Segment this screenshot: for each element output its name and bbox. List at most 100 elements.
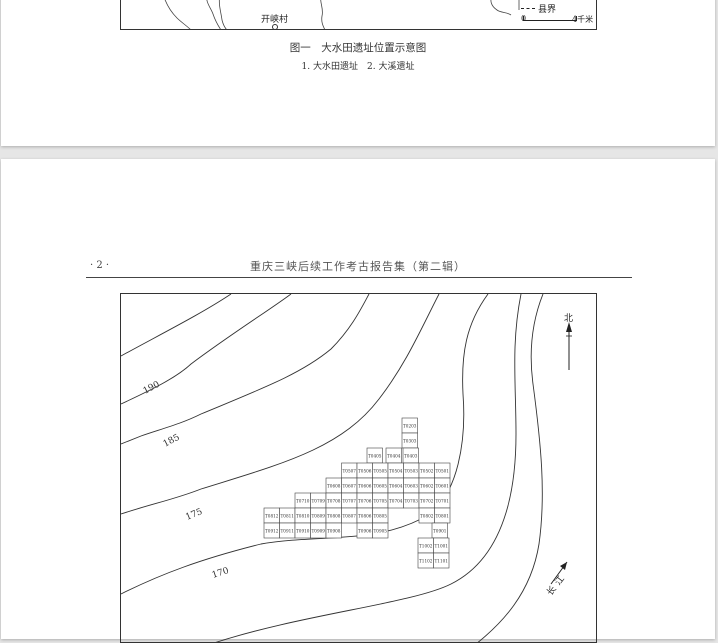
map-legend: 县界 0 4千米 (521, 0, 597, 30)
grid-cell-label: T0405 (368, 453, 382, 458)
grid-cell-label: T0504 (389, 468, 403, 473)
grid-cell-label: T0708 (327, 498, 341, 503)
grid-cell-label: T0906 (358, 528, 372, 533)
grid-cell-label: T0701 (436, 498, 450, 503)
grid-cell-label: T0501 (436, 468, 450, 473)
grid-cell-label: T0601 (436, 483, 450, 488)
grid-cell-label: T0801 (436, 513, 450, 518)
grid-cell-label: T0908 (327, 528, 341, 533)
page-number: · 2 · (90, 260, 110, 271)
grid-cell-label: T1002 (419, 543, 433, 548)
grid-cell-label: T0702 (420, 498, 434, 503)
grid-cell: T0506 (356, 462, 373, 479)
grid-cell-label: T0710 (296, 498, 310, 503)
grid-cell: T0607 (341, 477, 358, 494)
grid-cell: T0303 (401, 432, 418, 449)
grid-cell-label: T0502 (420, 468, 434, 473)
grid-cell: T0705 (372, 492, 389, 509)
grid-cell: T0505 (372, 462, 389, 479)
contour-label: 170 (211, 566, 231, 581)
grid-cell-label: T0806 (358, 513, 372, 518)
north-label: 北 (564, 313, 573, 324)
grid-cell-label: T0912 (265, 528, 279, 533)
grid-cell: T0802 (418, 507, 435, 524)
contour-label: 175 (184, 507, 204, 523)
grid-cell: T0908 (325, 522, 342, 539)
grid-cell: T0912 (263, 522, 280, 539)
grid-cell-label: T0909 (312, 528, 326, 533)
grid-cell-label: T0506 (358, 468, 372, 473)
grid-cell: T0706 (356, 492, 373, 509)
grid-cell-label: T0905 (374, 528, 388, 533)
grid-cell: T0403 (402, 447, 419, 464)
grid-cell: T0608 (325, 477, 342, 494)
grid-cell: T0405 (366, 447, 383, 464)
grid-cell-label: T0403 (404, 453, 418, 458)
grid-cell-box (372, 522, 389, 539)
grid-cell-label: T0606 (358, 483, 372, 488)
place-marker (272, 24, 278, 30)
grid-cell-label: T0812 (265, 513, 279, 518)
grid-cell-label: T0706 (358, 498, 372, 503)
grid-cell: T0502 (418, 462, 435, 479)
grid-cell-label: T1101 (435, 558, 449, 563)
grid-cell-box (433, 552, 450, 569)
grid-cell: T0603 (403, 477, 420, 494)
grid-cell-label: T0802 (420, 513, 434, 518)
grid-cell: T0704 (387, 492, 404, 509)
grid-cell: T0203 (401, 417, 418, 434)
north-arrow: 北 (564, 313, 573, 370)
scale-end-label: 4千米 (572, 15, 594, 24)
grid-cell: T0707 (341, 492, 358, 509)
grid-cell: T0601 (434, 477, 451, 494)
grid-cell: T1001 (433, 537, 450, 554)
grid-cell: T0810 (294, 507, 311, 524)
grid-cell-label: T0608 (327, 483, 341, 488)
grid-cell-label: T0505 (374, 468, 388, 473)
grid-cell: T0806 (356, 507, 373, 524)
grid-cell: T0801 (434, 507, 451, 524)
grid-cell: T0809 (310, 507, 327, 524)
grid-cell: T1102 (417, 552, 434, 569)
contour-line (215, 294, 522, 642)
contour-line (121, 294, 370, 445)
grid-cell: T0906 (356, 522, 373, 539)
scale-start-label: 0 (521, 14, 527, 23)
grid-cell: T0709 (310, 492, 327, 509)
county-line-label: 县界 (538, 5, 557, 15)
grid-cell: T0812 (263, 507, 280, 524)
contour-line (121, 294, 440, 515)
grid-cell-label: T0607 (343, 483, 357, 488)
contour-line (477, 294, 544, 642)
grid-cell: T0808 (325, 507, 342, 524)
grid-cell: T0911 (279, 522, 296, 539)
grid-cell-label: T0602 (420, 483, 434, 488)
grid-cell: T0811 (279, 507, 296, 524)
grid-cell: T0606 (356, 477, 373, 494)
grid-cell-label: T1102 (419, 558, 433, 563)
river-indicator: 长江 (544, 561, 569, 598)
grid-cell-label: T0810 (296, 513, 310, 518)
grid-cell: T0910 (294, 522, 311, 539)
grid-cell-label: T0603 (405, 483, 419, 488)
grid-cell-label: T0703 (405, 498, 419, 503)
figure-subcaption: 1. 大水田遗址 2. 大溪遗址 (301, 62, 415, 72)
grid-cell: T0909 (310, 522, 327, 539)
grid-cell-label: T0811 (281, 513, 295, 518)
grid-cell: T0708 (325, 492, 342, 509)
grid-cell-label: T0503 (405, 468, 419, 473)
grid-cell-label: T0605 (374, 483, 388, 488)
scale-bar (523, 16, 577, 21)
contour-label: 185 (162, 433, 182, 450)
grid-cell: T0404 (385, 447, 402, 464)
grid-cell: T1002 (417, 537, 434, 554)
grid-cell-label: T0704 (389, 498, 403, 503)
grid-cell-label: T0604 (389, 483, 403, 488)
document-page-2: · 2 · 重庆三峡后续工作考古报告集（第二辑） 190 185 175 170… (1, 159, 715, 643)
grid-cell: T0605 (372, 477, 389, 494)
contour-line (121, 294, 292, 405)
grid-cell-box (325, 522, 342, 539)
grid-cell-label: T0705 (374, 498, 388, 503)
grid-cell: T0504 (387, 462, 404, 479)
